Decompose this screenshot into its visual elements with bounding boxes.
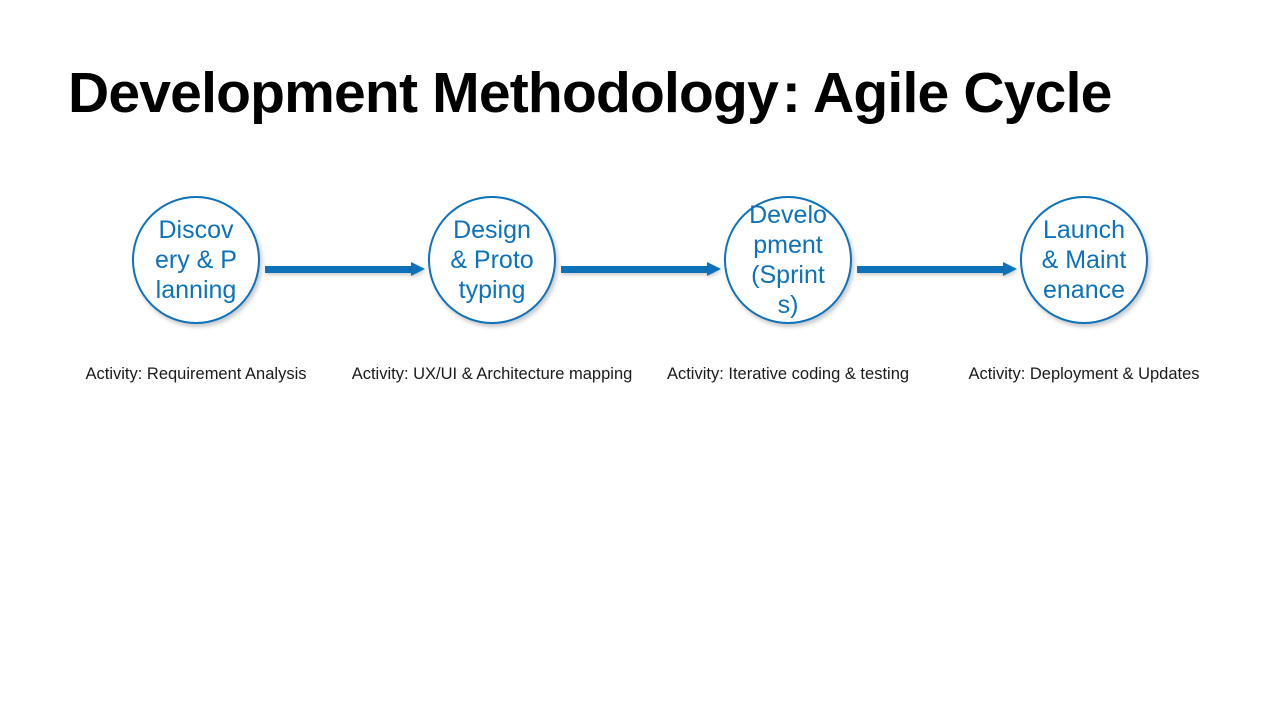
- flow-node-caption-2: Activity: UX/UI & Architecture mapping: [351, 365, 633, 383]
- flow-node-circle-3[interactable]: [724, 196, 852, 324]
- flow-node-discovery-planning[interactable]: Discovery & Planning Activity: Requireme…: [48, 196, 344, 383]
- flow-node-launch-maintenance[interactable]: Launch & Maintenance Activity: Deploymen…: [936, 196, 1232, 383]
- flow-arrow-head-1: [411, 262, 425, 276]
- page-title: Development Methodology : Agile Cycle: [68, 61, 1112, 125]
- flow-node-design-prototyping[interactable]: Design & Prototyping Activity: UX/UI & A…: [344, 196, 640, 383]
- flow-node-circle-wrap-1: Discovery & Planning: [132, 196, 260, 324]
- flow-arrow-shaft-3: [857, 266, 1003, 273]
- flow-arrow-shaft-1: [265, 266, 411, 273]
- flow-node-caption-4: Activity: Deployment & Updates: [968, 365, 1200, 383]
- flow-node-caption-1: Activity: Requirement Analysis: [85, 365, 307, 383]
- flow-node-circle-wrap-4: Launch & Maintenance: [1020, 196, 1148, 324]
- flow-arrow-shaft-2: [561, 266, 707, 273]
- flow-node-development-sprints[interactable]: Development (Sprints) Activity: Iterativ…: [640, 196, 936, 383]
- flow-node-circle-wrap-3: Development (Sprints): [724, 196, 852, 324]
- flow-arrow-3: [857, 262, 1017, 276]
- flow-node-caption-3: Activity: Iterative coding & testing: [666, 365, 910, 383]
- flow-arrow-head-2: [707, 262, 721, 276]
- flow-node-circle-1[interactable]: [132, 196, 260, 324]
- flow-arrow-1: [265, 262, 425, 276]
- flow-arrow-head-3: [1003, 262, 1017, 276]
- flow-node-circle-wrap-2: Design & Prototyping: [428, 196, 556, 324]
- flow-node-circle-4[interactable]: [1020, 196, 1148, 324]
- flow-node-circle-2[interactable]: [428, 196, 556, 324]
- flow-arrow-2: [561, 262, 721, 276]
